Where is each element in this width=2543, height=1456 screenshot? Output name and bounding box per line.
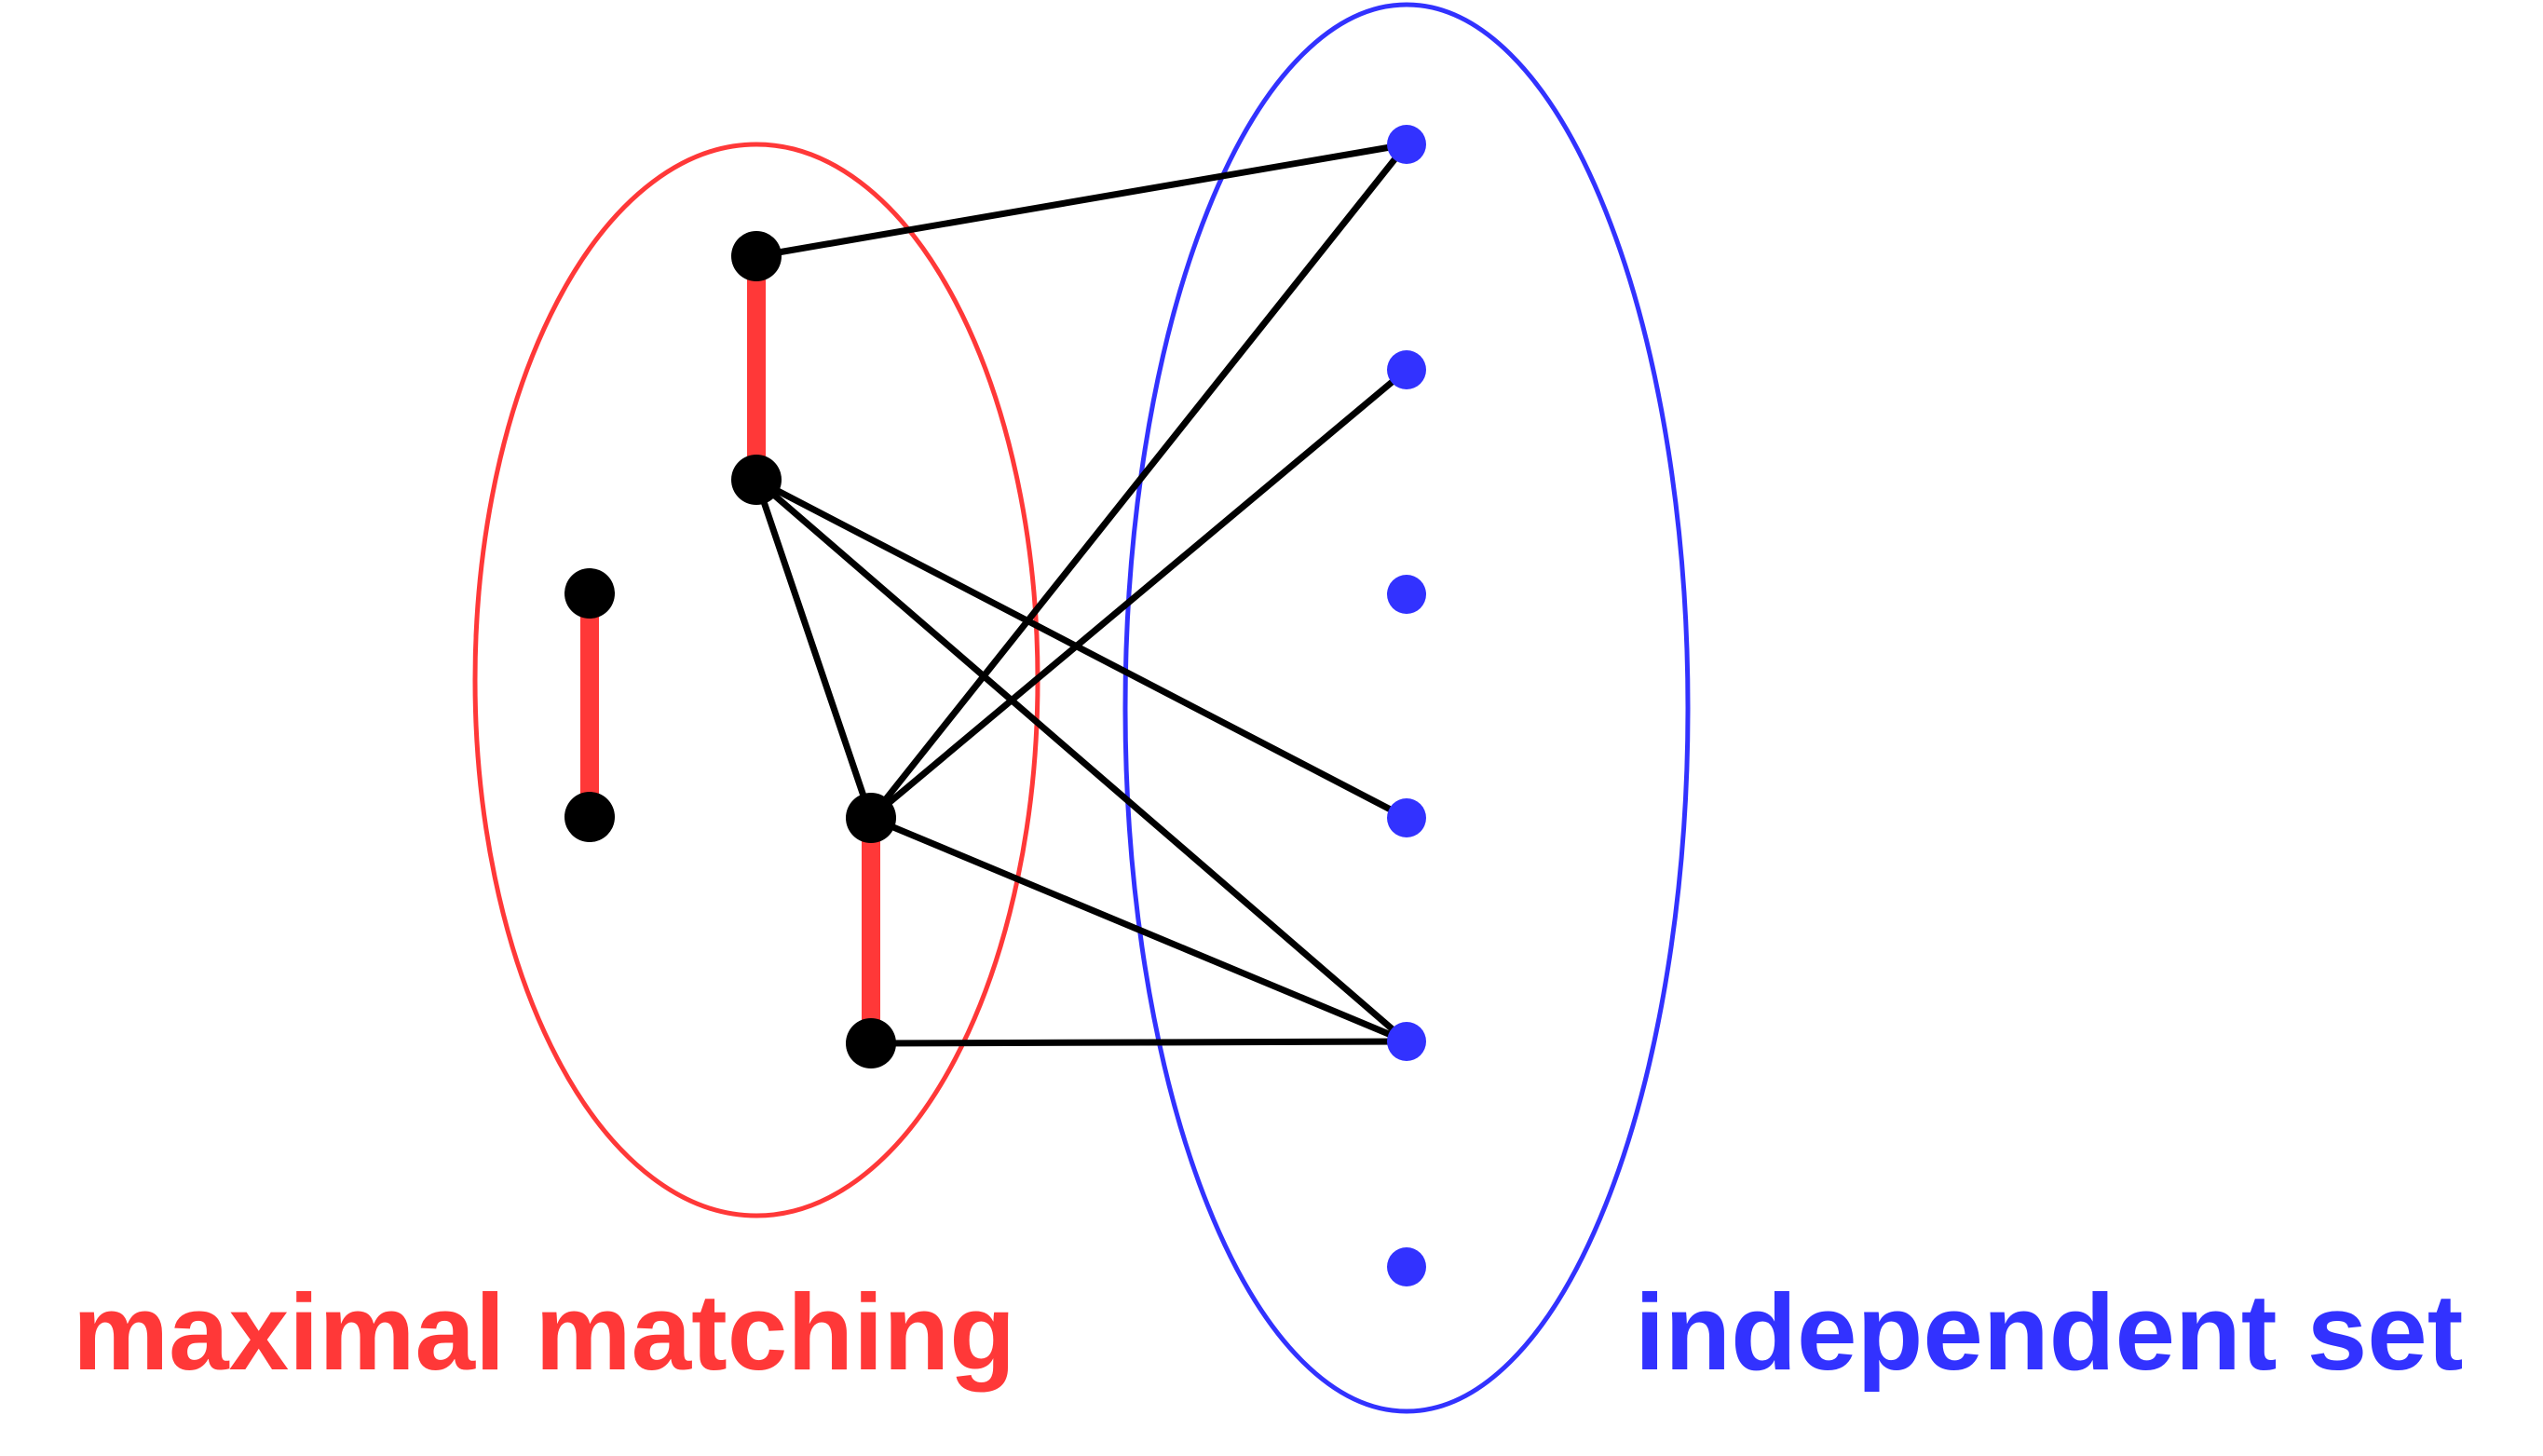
matched-vertices: [564, 231, 896, 1068]
matched-vertex: [564, 568, 615, 619]
independent-vertex: [1387, 125, 1426, 164]
graph-edge: [867, 141, 1410, 822]
graph-edge: [753, 141, 1410, 260]
graph-edge: [753, 476, 1410, 822]
graph-edge: [867, 366, 1410, 822]
independent-vertex: [1387, 350, 1426, 389]
graph-edge: [867, 814, 1410, 1045]
matched-vertex: [846, 1018, 896, 1068]
graph-edge: [867, 1038, 1410, 1047]
independent-set-label: independent set: [1635, 1272, 2463, 1393]
independent-set-group-outline: [1122, 2, 1691, 1414]
graph-edge: [753, 476, 875, 822]
matching-edges: [580, 256, 880, 1043]
matched-vertex: [731, 455, 782, 505]
independent-vertex: [1387, 575, 1426, 614]
matched-vertex: [564, 792, 615, 842]
independent-set-vertices: [1387, 125, 1426, 1286]
graph-edges: [753, 141, 1410, 1047]
graph-edge: [753, 476, 1410, 1045]
independent-vertex: [1387, 1247, 1426, 1286]
matching-label: maximal matching: [73, 1272, 1015, 1393]
matched-vertex: [846, 793, 896, 843]
matched-vertex: [731, 231, 782, 281]
independent-vertex: [1387, 1022, 1426, 1061]
independent-vertex: [1387, 798, 1426, 837]
